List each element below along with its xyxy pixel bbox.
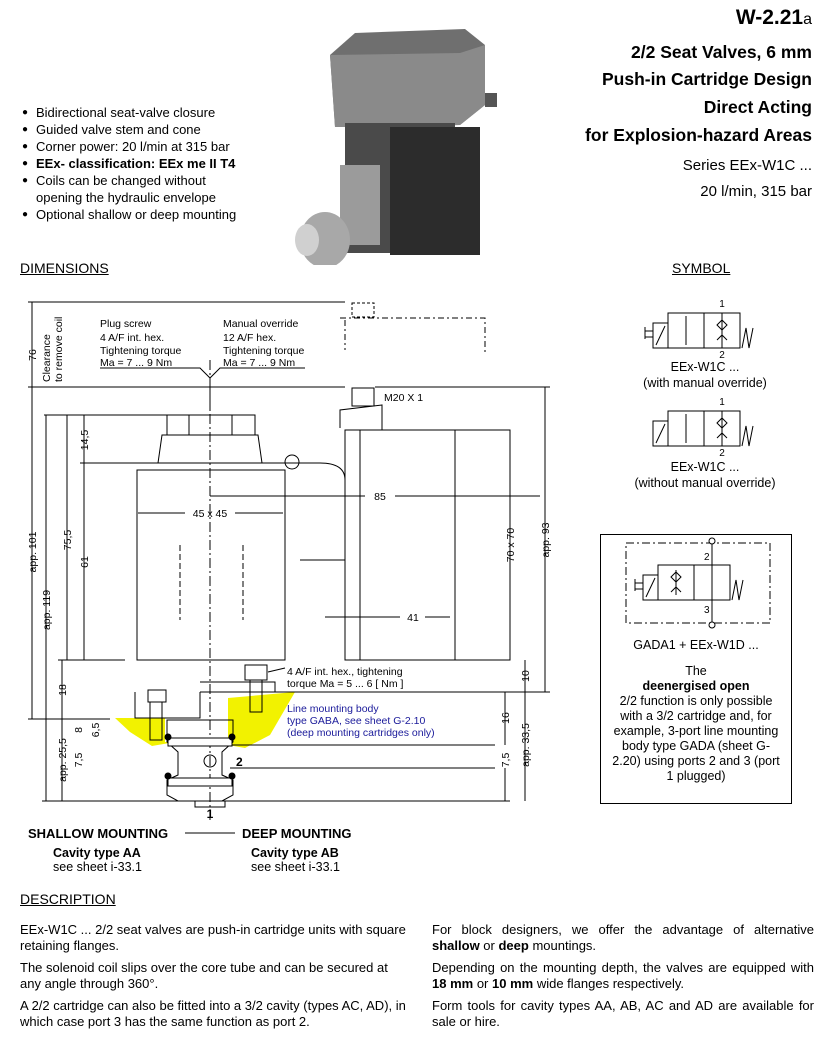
feature: Guided valve stem and cone [22,121,237,138]
svg-text:app. 33,5: app. 33,5 [520,723,532,767]
symbol-2-name: EEx-W1C ... [670,460,740,474]
title-line-2: Push-in Cartridge Design [601,69,812,89]
svg-text:70 x 70: 70 x 70 [505,528,517,563]
svg-text:7,5: 7,5 [500,753,512,768]
product-photo [295,29,497,265]
port-2-label: 2 [236,755,243,769]
title-line-4: for Explosion-hazard Areas [585,125,812,145]
symbol-with-override: 1 2 [644,299,754,361]
svg-text:see sheet i-33.1: see sheet i-33.1 [53,860,142,874]
svg-text:Cavity type AA: Cavity type AA [53,846,141,860]
feature: Optional shallow or deep mounting [22,206,237,223]
svg-text:8: 8 [73,727,85,733]
symbol-without-override: 1 2 [652,397,754,459]
plug-screw-label: Plug screw [100,318,152,330]
description-right: For block designers, we offer the advant… [432,922,814,1029]
description-heading: DESCRIPTION [20,891,116,907]
svg-text:1: 1 [719,299,725,310]
svg-text:16: 16 [500,712,512,724]
feature: Coils can be changed without opening the… [22,172,237,206]
symbol-1-note: (with manual override) [643,376,767,390]
shallow-mounting-title: SHALLOW MOUNTING [28,826,168,841]
gada-symbol: 2 3 [625,537,771,629]
title-line-1: 2/2 Seat Valves, 6 mm [631,42,812,62]
svg-text:75,5: 75,5 [62,530,74,551]
svg-text:6,5: 6,5 [90,723,102,738]
svg-text:see sheet i-33.1: see sheet i-33.1 [251,860,340,874]
svg-text:Line mounting body: Line mounting body [287,703,379,715]
series: Series EEx-W1C ... [682,157,812,174]
manual-override-label: Manual override [223,318,298,330]
svg-text:2: 2 [704,552,710,563]
feature: Corner power: 20 l/min at 315 bar [22,138,237,155]
deep-mounting-title: DEEP MOUNTING [242,826,352,841]
svg-text:Ma = 7 ... 9 Nm: Ma = 7 ... 9 Nm [223,357,295,369]
gada-note: The deenergised open 2/2 function is onl… [612,664,780,783]
svg-text:Tightening torque: Tightening torque [223,345,304,357]
svg-text:14,5: 14,5 [79,430,91,451]
svg-text:app. 119: app. 119 [41,590,53,630]
svg-text:Ma = 7 ... 9 Nm: Ma = 7 ... 9 Nm [100,357,172,369]
svg-text:app. 25,5: app. 25,5 [57,738,69,782]
rating: 20 l/min, 315 bar [700,183,812,200]
symbol-2-note: (without manual override) [634,476,776,490]
port-1-label: 1 [207,807,214,821]
svg-text:41: 41 [407,612,419,624]
svg-text:type GABA, see sheet G-2.10: type GABA, see sheet G-2.10 [287,715,425,727]
svg-text:76: 76 [27,349,39,361]
datasheet-code: W-2.21a [735,6,812,29]
svg-text:85: 85 [374,491,386,503]
svg-text:Tightening torque: Tightening torque [100,345,181,357]
description-left: EEx-W1C ... 2/2 seat valves are push-in … [20,922,406,1029]
svg-text:M20 X 1: M20 X 1 [384,392,423,404]
svg-text:3: 3 [704,605,710,616]
svg-text:18: 18 [57,684,69,696]
symbol-heading: SYMBOL [672,260,731,276]
symbol-1-name: EEx-W1C ... [670,360,740,374]
svg-text:2: 2 [719,448,725,459]
svg-text:(deep mounting cartridges only: (deep mounting cartridges only) [287,727,435,739]
gada-box: 2 3 GADA1 + EEx-W1D ... [600,534,792,804]
svg-text:4 A/F int. hex.: 4 A/F int. hex. [100,332,164,344]
svg-text:Clearance: Clearance [41,334,53,382]
feature-list: Bidirectional seat-valve closure Guided … [22,104,237,223]
svg-text:4 A/F int. hex., tightening: 4 A/F int. hex., tightening [287,666,403,678]
shallow-cavity-highlight [115,718,175,746]
feature: EEx- classification: EEx me II T4 [22,155,237,172]
svg-text:10: 10 [520,670,532,682]
dimensions-heading: DIMENSIONS [20,260,109,276]
svg-text:torque Ma = 5 ... 6 [ Nm ]: torque Ma = 5 ... 6 [ Nm ] [287,678,404,690]
valve-symbols: 1 2 1 2 [644,299,754,459]
deep-cavity-highlight [228,692,295,748]
title-line-3: Direct Acting [703,97,812,117]
svg-text:61: 61 [79,556,91,568]
svg-text:to remove coil: to remove coil [53,317,65,382]
svg-text:2: 2 [719,350,725,361]
svg-text:45 x 45: 45 x 45 [193,508,228,520]
svg-text:Cavity type AB: Cavity type AB [251,846,339,860]
dimension-drawing: Plug screw 4 A/F int. hex. Tightening to… [27,301,552,874]
feature: Bidirectional seat-valve closure [22,104,237,121]
svg-text:1: 1 [719,397,725,408]
svg-text:app. 93: app. 93 [540,522,552,557]
gada-label: GADA1 + EEx-W1D ... [633,638,759,652]
svg-text:12 A/F hex.: 12 A/F hex. [223,332,276,344]
svg-text:app. 101: app. 101 [27,531,39,572]
svg-text:7,5: 7,5 [73,753,85,768]
